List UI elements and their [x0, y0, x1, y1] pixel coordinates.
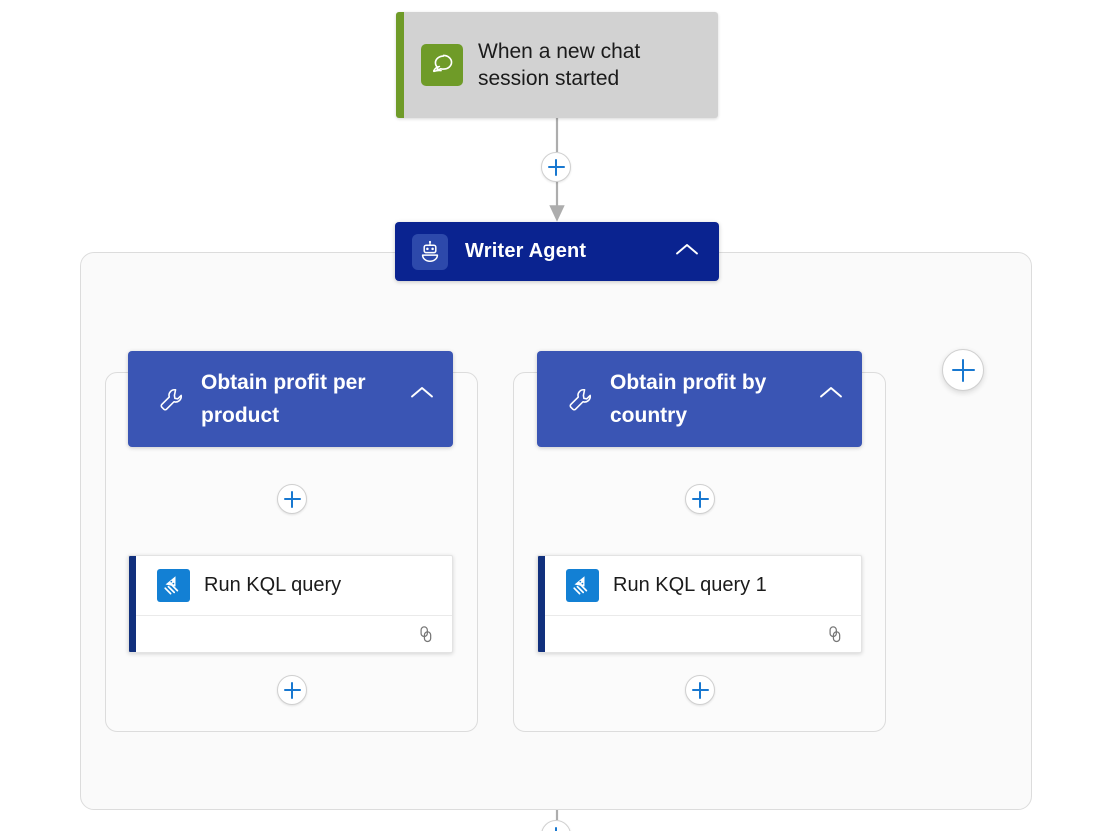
- chevron-up-icon-tool-left[interactable]: [410, 385, 434, 405]
- agent-label: Writer Agent: [465, 240, 587, 262]
- azure-data-explorer-icon: [157, 569, 190, 602]
- plus-v: [290, 681, 294, 699]
- tool-node-obtain-profit-per-product[interactable]: Obtain profit per product: [128, 351, 453, 447]
- plus-v: [961, 358, 965, 382]
- card-accent-bar: [538, 556, 545, 652]
- link-icon[interactable]: [822, 624, 844, 649]
- add-step-icon-tool-right-top[interactable]: [685, 484, 715, 514]
- agent-node-writer-agent[interactable]: Writer Agent: [395, 222, 719, 281]
- action-card-run-kql-query[interactable]: Run KQL query: [128, 555, 453, 653]
- card-label-right: Run KQL query 1: [613, 574, 767, 596]
- action-card-run-kql-query-1[interactable]: Run KQL query 1: [537, 555, 862, 653]
- tool-label-right: Obtain profit by country: [610, 371, 767, 427]
- add-step-icon-below-agent[interactable]: [541, 820, 571, 831]
- add-step-icon-tool-left-bottom[interactable]: [277, 675, 307, 705]
- plus-v: [698, 490, 702, 508]
- link-icon[interactable]: [413, 624, 435, 649]
- tool-node-obtain-profit-by-country[interactable]: Obtain profit by country: [537, 351, 862, 447]
- add-step-icon-tool-right-bottom[interactable]: [685, 675, 715, 705]
- add-step-icon-trigger[interactable]: [541, 152, 571, 182]
- chevron-up-icon-agent[interactable]: [675, 242, 699, 262]
- add-step-icon-tool-left-top[interactable]: [277, 484, 307, 514]
- wrench-icon: [564, 383, 596, 415]
- tool-label-left: Obtain profit per product: [201, 371, 366, 427]
- plus-v: [290, 490, 294, 508]
- card-footer: [129, 616, 452, 652]
- add-tool-icon[interactable]: [942, 349, 984, 391]
- card-footer: [538, 616, 861, 652]
- card-header: Run KQL query 1: [538, 556, 861, 616]
- azure-data-explorer-icon: [566, 569, 599, 602]
- robot-icon: [412, 233, 448, 270]
- wrench-icon: [155, 383, 187, 415]
- card-label-left: Run KQL query: [204, 574, 342, 596]
- trigger-node[interactable]: When a new chat session started: [396, 12, 718, 118]
- card-accent-bar: [129, 556, 136, 652]
- plus-v: [554, 826, 558, 831]
- trigger-label: When a new chat session started: [478, 40, 641, 90]
- trigger-accent-bar: [396, 12, 404, 118]
- plus-v: [698, 681, 702, 699]
- card-header: Run KQL query: [129, 556, 452, 616]
- plus-v: [554, 158, 558, 176]
- chevron-up-icon-tool-right[interactable]: [819, 385, 843, 405]
- chat-bubble-icon: [421, 44, 463, 86]
